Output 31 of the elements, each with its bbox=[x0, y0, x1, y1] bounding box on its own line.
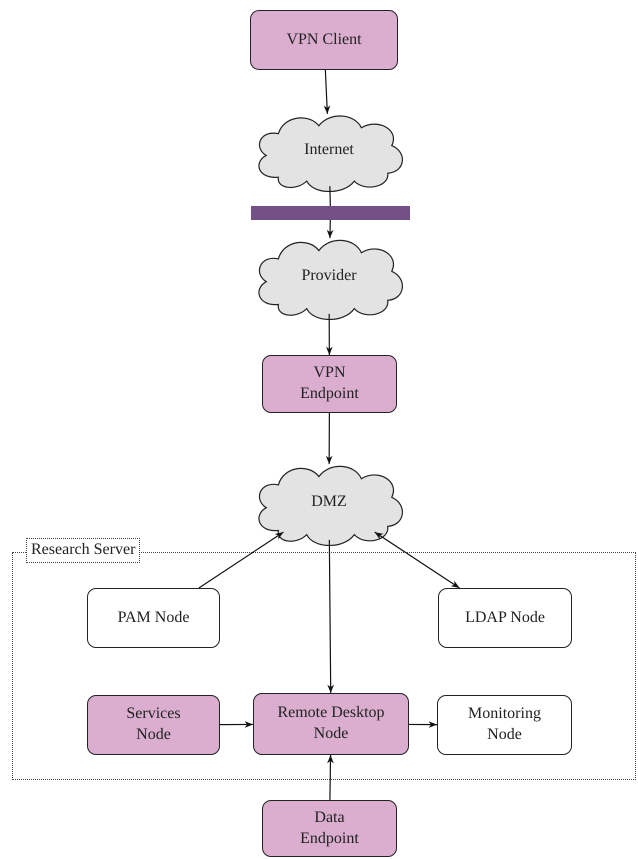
arrow bbox=[220, 721, 253, 728]
arrow bbox=[374, 532, 460, 588]
arrow bbox=[326, 220, 334, 238]
process-box bbox=[437, 695, 572, 755]
arrow bbox=[324, 70, 330, 114]
node-label: Provider bbox=[301, 266, 357, 286]
node-label: VPN Client bbox=[286, 30, 362, 50]
process-box bbox=[250, 10, 398, 70]
node-label: VPN Endpoint bbox=[299, 363, 360, 404]
node-label: Services Node bbox=[125, 704, 182, 745]
node-label: PAM Node bbox=[118, 608, 190, 628]
arrow bbox=[326, 314, 333, 355]
process-box bbox=[87, 588, 220, 648]
node-label: Remote Desktop Node bbox=[276, 703, 386, 744]
node-label: LDAP Node bbox=[465, 608, 545, 628]
node-label: Monitoring Node bbox=[467, 704, 542, 745]
arrow bbox=[327, 755, 334, 800]
node-label: DMZ bbox=[311, 492, 347, 512]
arrow bbox=[198, 532, 284, 588]
arrow bbox=[409, 721, 437, 728]
node-label: Internet bbox=[304, 140, 354, 160]
arrow bbox=[326, 413, 333, 464]
process-box bbox=[262, 355, 397, 413]
process-box bbox=[87, 695, 220, 755]
arrow bbox=[327, 540, 334, 693]
process-box bbox=[253, 693, 409, 755]
process-box bbox=[262, 800, 397, 857]
node-label: Data Endpoint bbox=[299, 808, 360, 848]
group-label: Research Server bbox=[26, 538, 140, 563]
firewall-bar bbox=[251, 206, 410, 220]
process-box bbox=[438, 588, 572, 648]
